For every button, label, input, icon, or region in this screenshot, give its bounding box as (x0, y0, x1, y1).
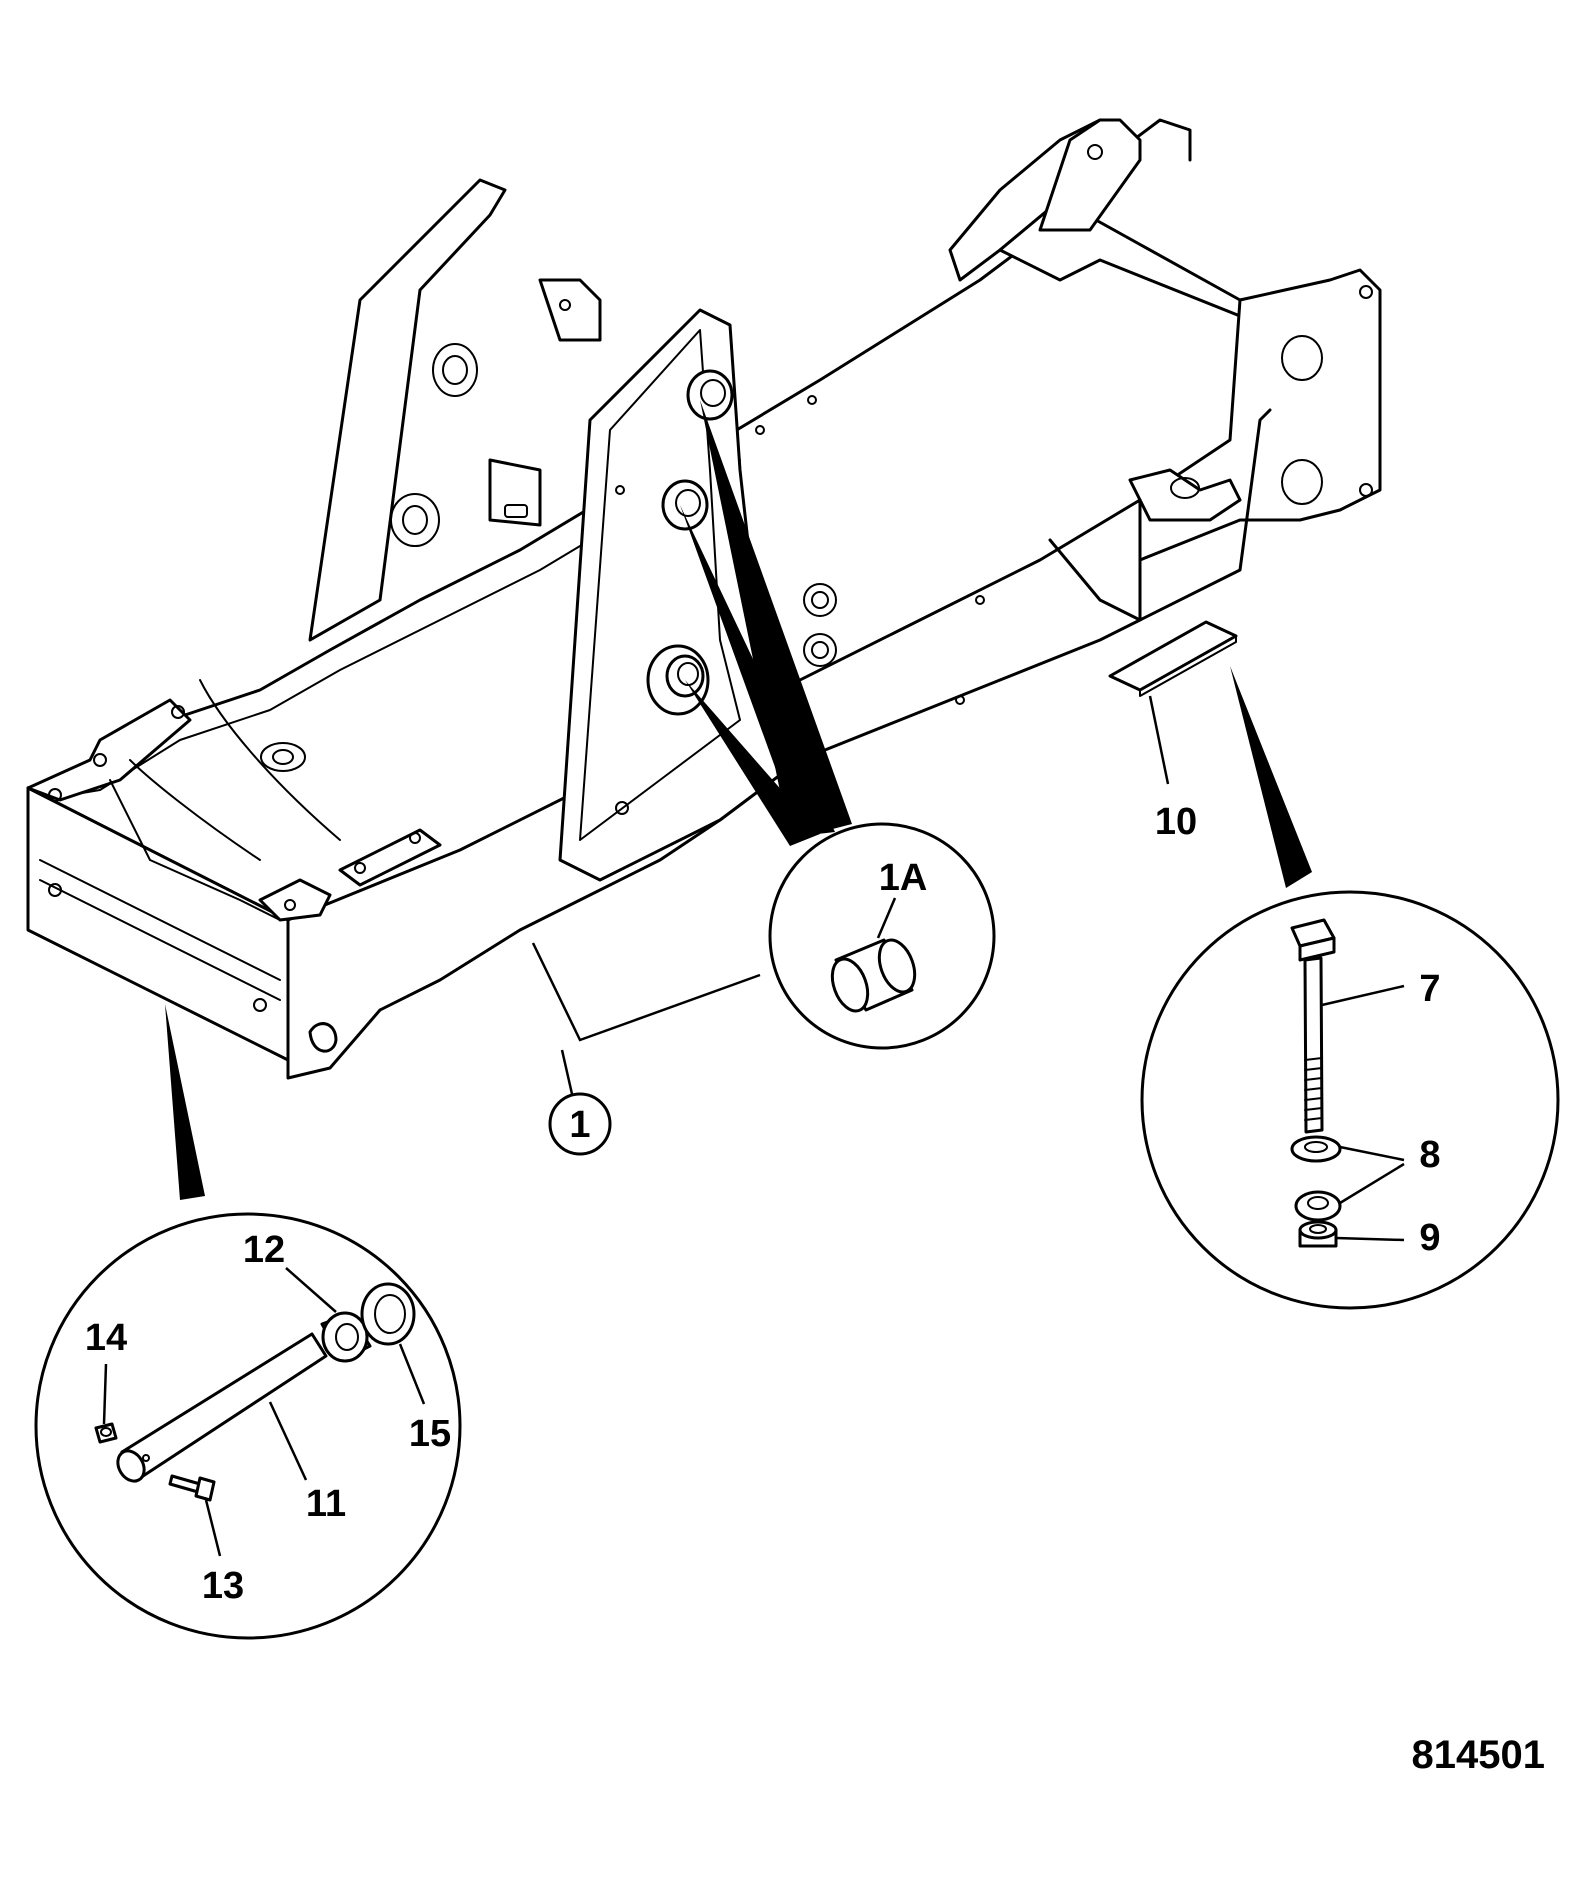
callout-7-label: 7 (1419, 968, 1440, 1010)
callout-1a-label: 1A (879, 857, 928, 899)
callout-1-label: 1 (569, 1104, 590, 1146)
figure-number: 814501 (1412, 1733, 1545, 1777)
callout-13-label: 13 (202, 1565, 244, 1607)
bolt-part-7 (1290, 918, 1336, 1134)
callout-12-label: 12 (243, 1229, 285, 1271)
callout-10-label: 10 (1155, 801, 1197, 843)
tower-bushing-bottom (646, 644, 710, 716)
callout-8-label: 8 (1419, 1134, 1440, 1176)
bolt-part-13 (168, 1474, 216, 1502)
chassis-frame (26, 118, 1382, 1080)
detail-circle-1a: 1A (680, 400, 996, 1050)
bushing-part (830, 938, 917, 1013)
callout-15-label: 15 (409, 1413, 451, 1455)
callout-11-label: 11 (306, 1483, 346, 1525)
plate-part-10: 10 (1108, 620, 1238, 843)
plate-washer-part-12 (320, 1311, 372, 1363)
shim-part-15 (360, 1282, 416, 1346)
callout-1: 1 (531, 942, 761, 1156)
washer-part-8a (1290, 1135, 1342, 1163)
nut-part-9 (1298, 1220, 1338, 1248)
tower-bushing-top (686, 369, 734, 421)
callout-9-label: 9 (1419, 1217, 1440, 1259)
detail-circle-bolt: 7 8 9 (1140, 666, 1560, 1310)
tower-bushing-middle (661, 479, 709, 531)
detail-circle-pin: 11 12 15 14 13 (34, 1004, 462, 1640)
callout-14-label: 14 (85, 1317, 127, 1359)
nut-part-14 (94, 1422, 118, 1444)
washer-part-8b (1294, 1190, 1342, 1222)
pin-part-11 (116, 1332, 328, 1483)
